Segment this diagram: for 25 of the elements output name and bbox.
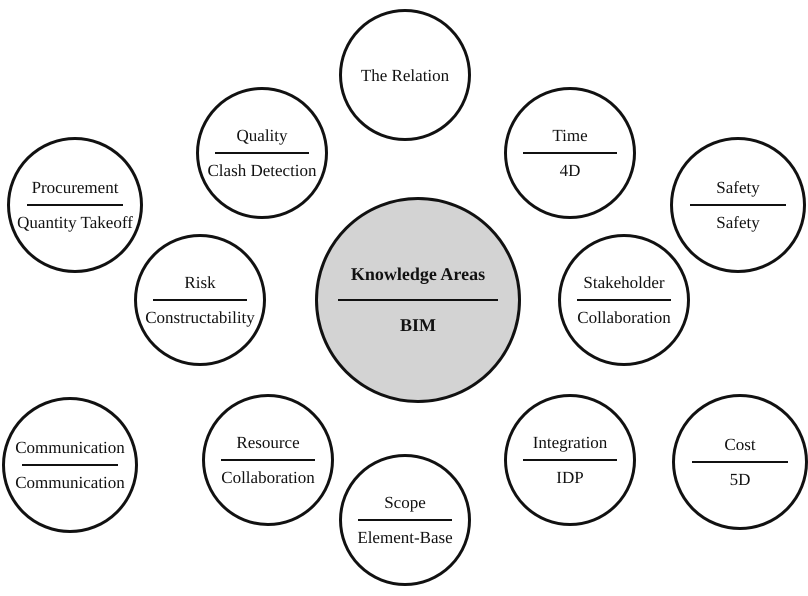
heading-text: Stakeholder [582,272,666,293]
heading-text: Cost [723,434,757,455]
body-text: Quantity Takeoff [16,212,134,233]
body-text: 5D [728,469,752,490]
body-text: Collaboration [220,467,316,488]
body-text: Communication [14,472,126,493]
body-text: BIM [399,315,437,336]
heading-text: Resource [235,432,301,453]
body-text: Safety [715,212,761,233]
body-text: Element-Base [356,527,454,548]
body-text: Collaboration [576,307,672,328]
heading-text: The Relation [360,64,450,86]
heading-text: Knowledge Areas [350,264,486,285]
heading-text: Scope [383,492,427,513]
heading-text: Procurement [30,177,120,198]
heading-text: Risk [183,272,217,293]
body-text: Constructability [144,307,256,328]
heading-text: Integration [532,432,608,453]
heading-text: Safety [715,177,761,198]
body-text: IDP [555,467,585,488]
heading-text: Time [551,125,589,146]
heading-text: Communication [14,437,126,458]
heading-text: Quality [236,125,288,146]
body-text: 4D [558,160,582,181]
body-text: Clash Detection [206,160,318,181]
